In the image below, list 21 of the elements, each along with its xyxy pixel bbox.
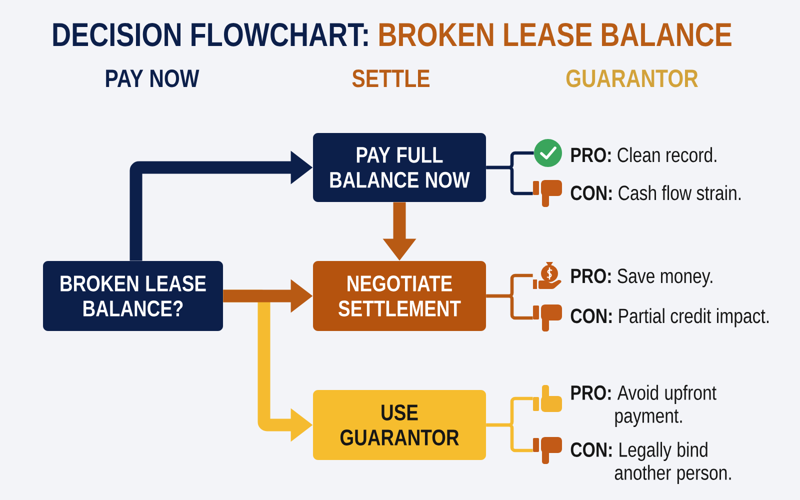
process-box: USE GUARANTOR	[313, 390, 486, 460]
title: DECISION FLOWCHART: BROKEN LEASE BALANCE	[53, 22, 732, 46]
process-box: PAY FULL BALANCE NOW	[313, 133, 486, 202]
thumbs-down-icon	[533, 180, 562, 207]
annotation-text: PRO: Avoid upfront payment.	[571, 384, 716, 427]
money-bag-icon	[533, 262, 562, 289]
annotation-text: PRO: Clean record.	[571, 147, 716, 162]
column-heading: PAY NOW	[106, 70, 200, 88]
thumbs-up-icon	[533, 385, 562, 412]
annotation-text: CON: Partial credit impact.	[570, 308, 769, 328]
check-icon	[534, 139, 562, 167]
annotation-text: CON: Cash flow strain.	[570, 185, 740, 200]
thumbs-down-icon	[533, 437, 562, 464]
column-heading: SETTLE	[352, 70, 430, 88]
annotation-text: PRO: Save money.	[571, 268, 712, 288]
process-box: NEGOTIATE SETTLEMENT	[313, 261, 486, 331]
annotation-text: CON: Legally bind another person.	[570, 442, 731, 484]
decision-box: BROKEN LEASE BALANCE?	[43, 261, 223, 331]
thumbs-down-icon	[533, 304, 562, 332]
column-heading: GUARANTOR	[566, 70, 698, 88]
bracket-line	[486, 423, 533, 452]
